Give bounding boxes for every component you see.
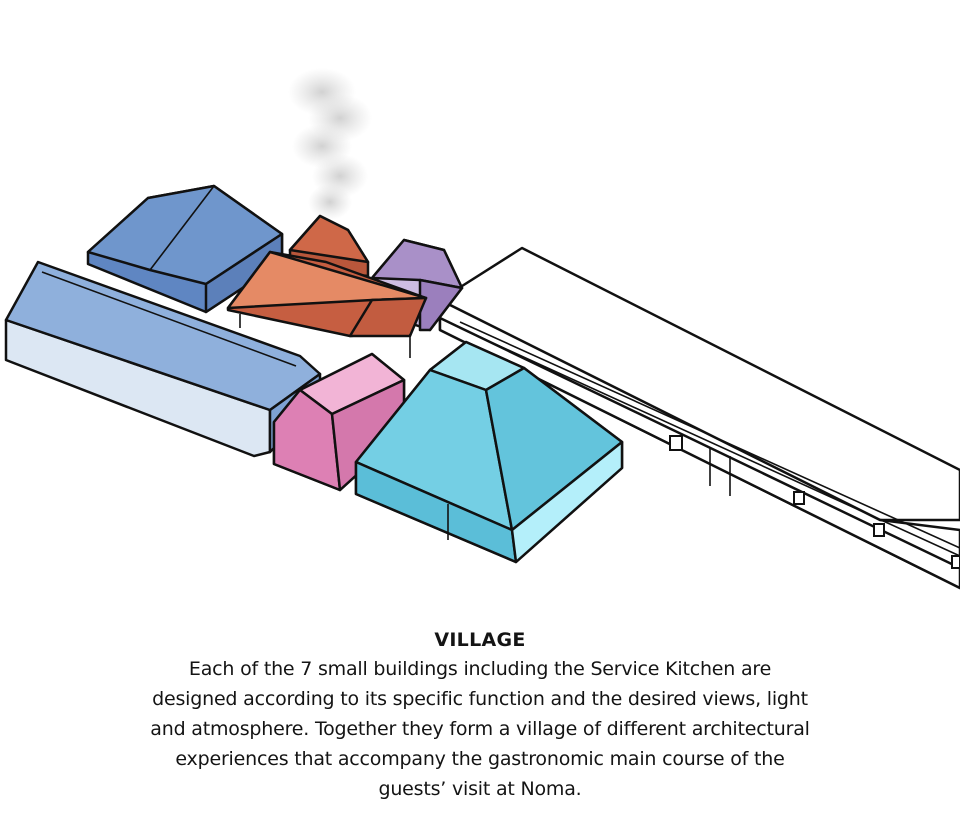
cyan-pavilion (354, 340, 624, 564)
caption: VILLAGE Each of the 7 small buildings in… (40, 626, 920, 804)
caption-title: VILLAGE (434, 629, 526, 651)
orange-building (226, 214, 428, 358)
caption-line: experiences that accompany the gastronom… (175, 748, 785, 770)
window-icon (873, 523, 885, 537)
village-diagram (4, 68, 960, 590)
caption-line: guests’ visit at Noma. (378, 778, 582, 800)
smoke-plume (288, 68, 372, 220)
long-white-building (438, 246, 960, 590)
window-icon (669, 435, 683, 451)
caption-line: Each of the 7 small buildings including … (188, 658, 772, 680)
window-icon (951, 555, 960, 569)
window-icon (793, 491, 805, 505)
caption-line: designed according to its specific funct… (152, 688, 808, 710)
caption-body: Each of the 7 small buildings including … (40, 654, 920, 804)
caption-line: and atmosphere. Together they form a vil… (150, 718, 810, 740)
